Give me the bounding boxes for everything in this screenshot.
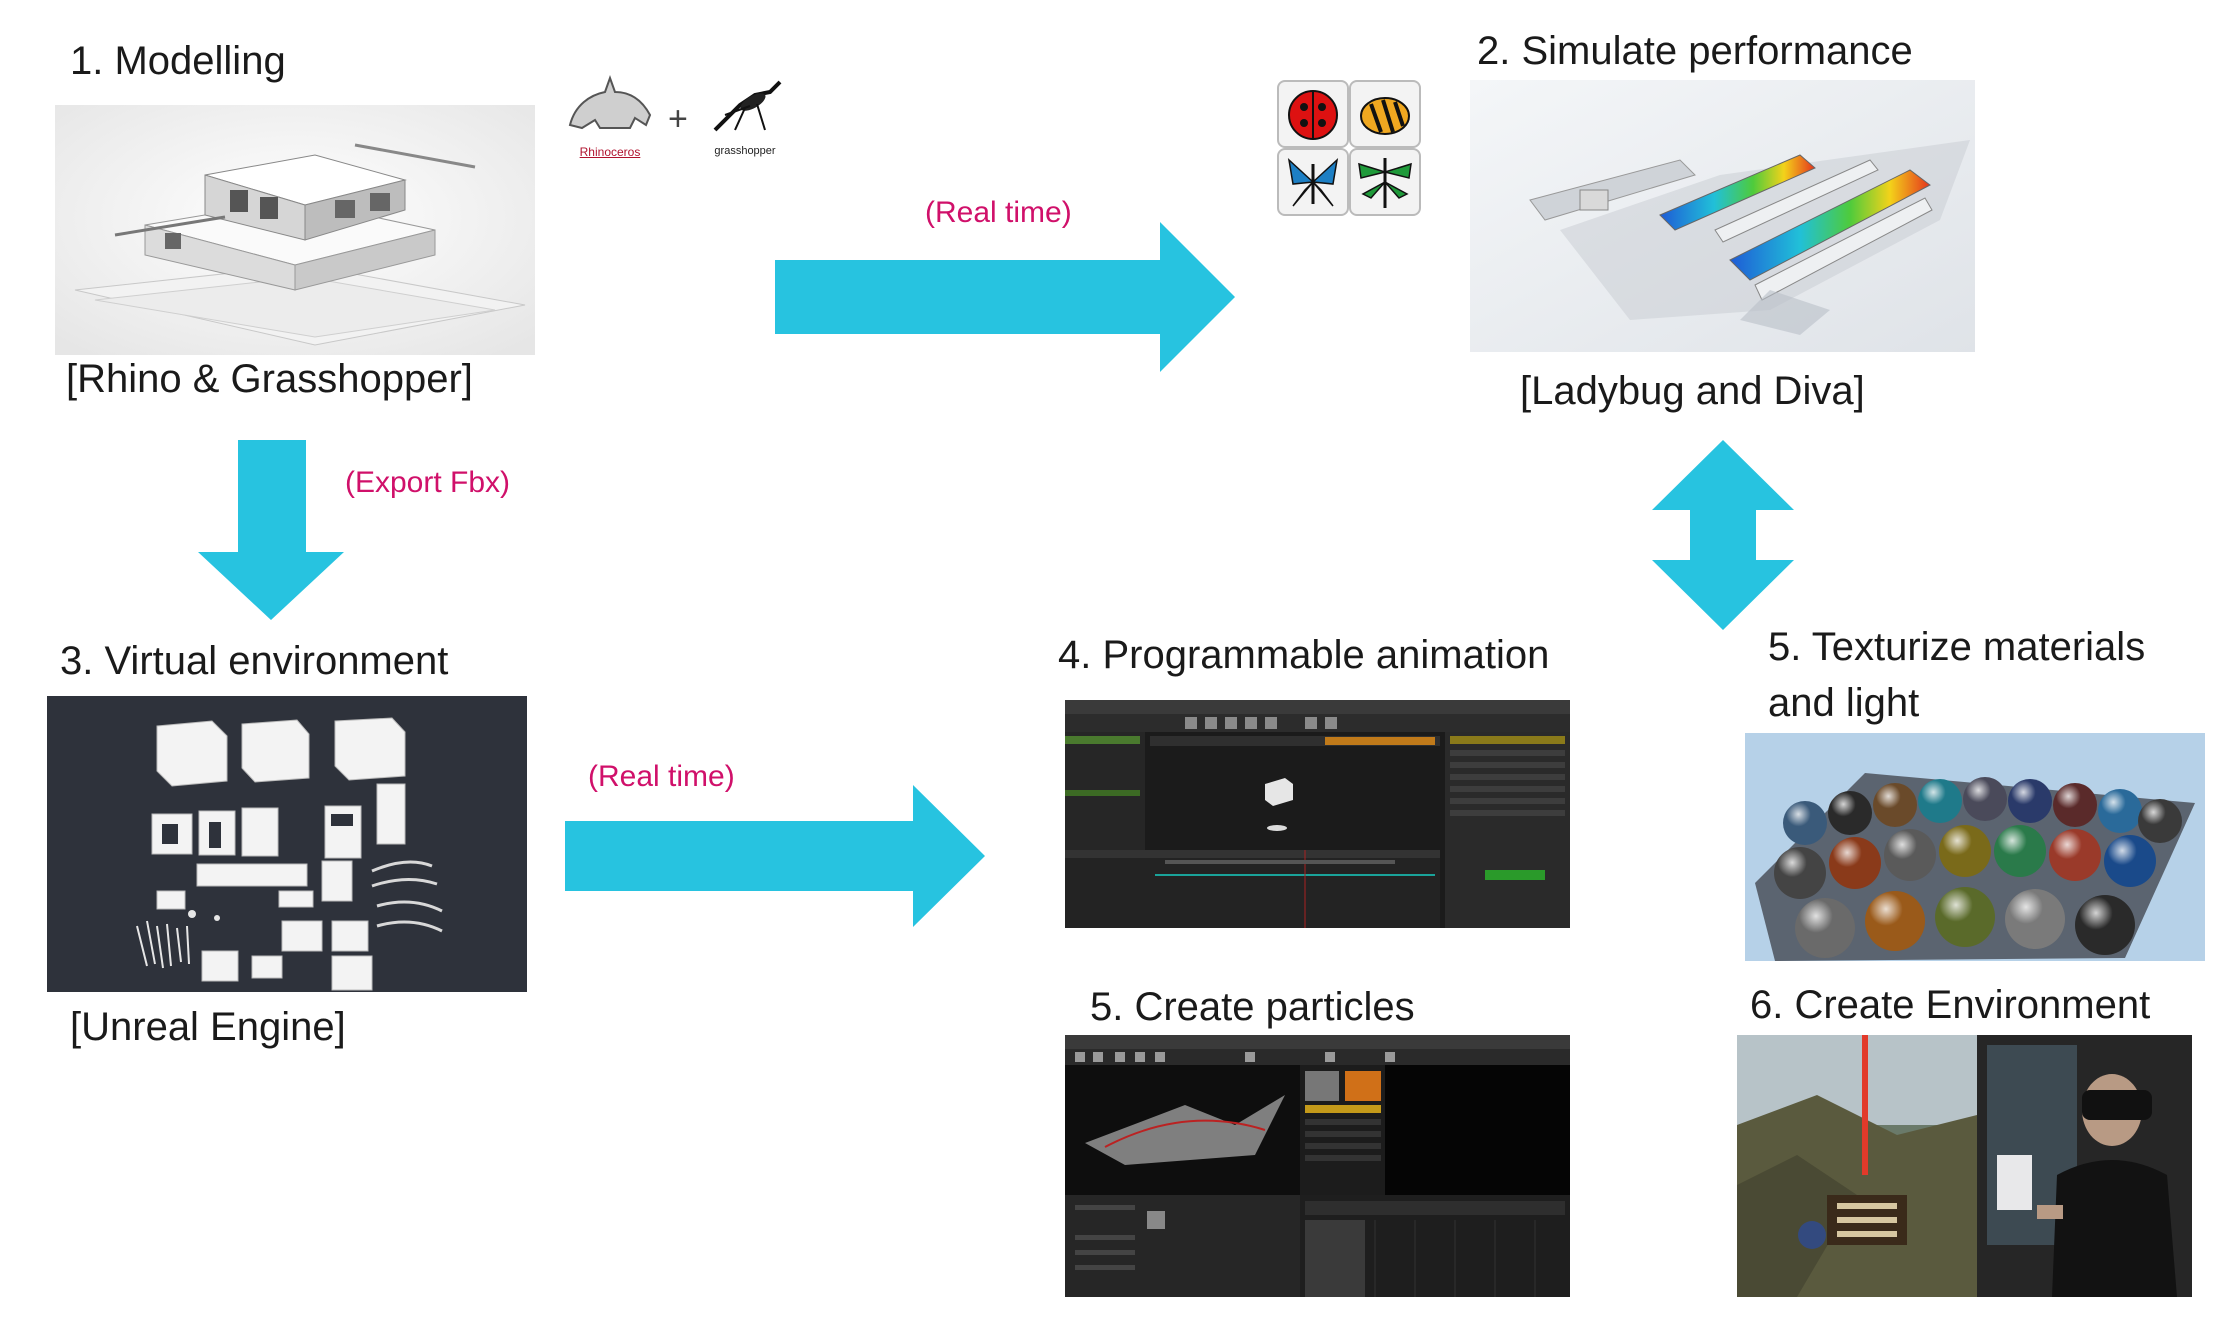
modelling-image bbox=[55, 105, 535, 355]
environment-title: 6. Create Environment bbox=[1750, 983, 2151, 1027]
modelling-caption: [Rhino & Grasshopper] bbox=[66, 357, 473, 401]
simulate-title: 2. Simulate performance bbox=[1477, 29, 1913, 73]
dragonfly-icon bbox=[1349, 148, 1421, 216]
simulate-image bbox=[1470, 80, 1975, 352]
arrow-note-export-fbx: (Export Fbx) bbox=[345, 466, 511, 499]
animation-title: 4. Programmable animation bbox=[1058, 633, 1550, 677]
simulate-caption: [Ladybug and Diva] bbox=[1520, 369, 1865, 413]
virtual-image bbox=[47, 696, 527, 992]
rhino-wordmark: Rhinoceros bbox=[579, 145, 641, 159]
grasshopper-logo: grasshopper bbox=[695, 70, 795, 170]
arrow-virtual-to-animation bbox=[565, 785, 985, 927]
arrow-note-realtime-top: (Real time) bbox=[925, 196, 1072, 229]
honeybee-icon bbox=[1349, 80, 1421, 148]
particles-screenshot bbox=[1065, 1035, 1570, 1297]
environment-image bbox=[1737, 1035, 2192, 1297]
texturize-title-line1: 5. Texturize materials bbox=[1768, 625, 2146, 669]
texturize-image bbox=[1745, 733, 2205, 961]
texturize-title-line2: and light bbox=[1768, 681, 1920, 725]
arrow-simulate-texturize bbox=[1652, 440, 1794, 630]
arrow-modelling-to-simulate bbox=[775, 222, 1235, 372]
modelling-title: 1. Modelling bbox=[70, 39, 286, 83]
arrow-note-realtime-bottom: (Real time) bbox=[588, 760, 735, 793]
animation-screenshot bbox=[1065, 700, 1570, 928]
grasshopper-wordmark: grasshopper bbox=[714, 145, 776, 157]
virtual-title: 3. Virtual environment bbox=[60, 639, 449, 683]
ladybug-icon bbox=[1277, 80, 1349, 148]
rhino-logo: Rhinoceros bbox=[560, 70, 660, 170]
particles-title: 5. Create particles bbox=[1090, 985, 1415, 1029]
arrow-modelling-to-virtual bbox=[198, 440, 344, 620]
butterfly-icon bbox=[1277, 148, 1349, 216]
plus-sign: + bbox=[668, 100, 688, 138]
virtual-caption: [Unreal Engine] bbox=[70, 1005, 346, 1049]
